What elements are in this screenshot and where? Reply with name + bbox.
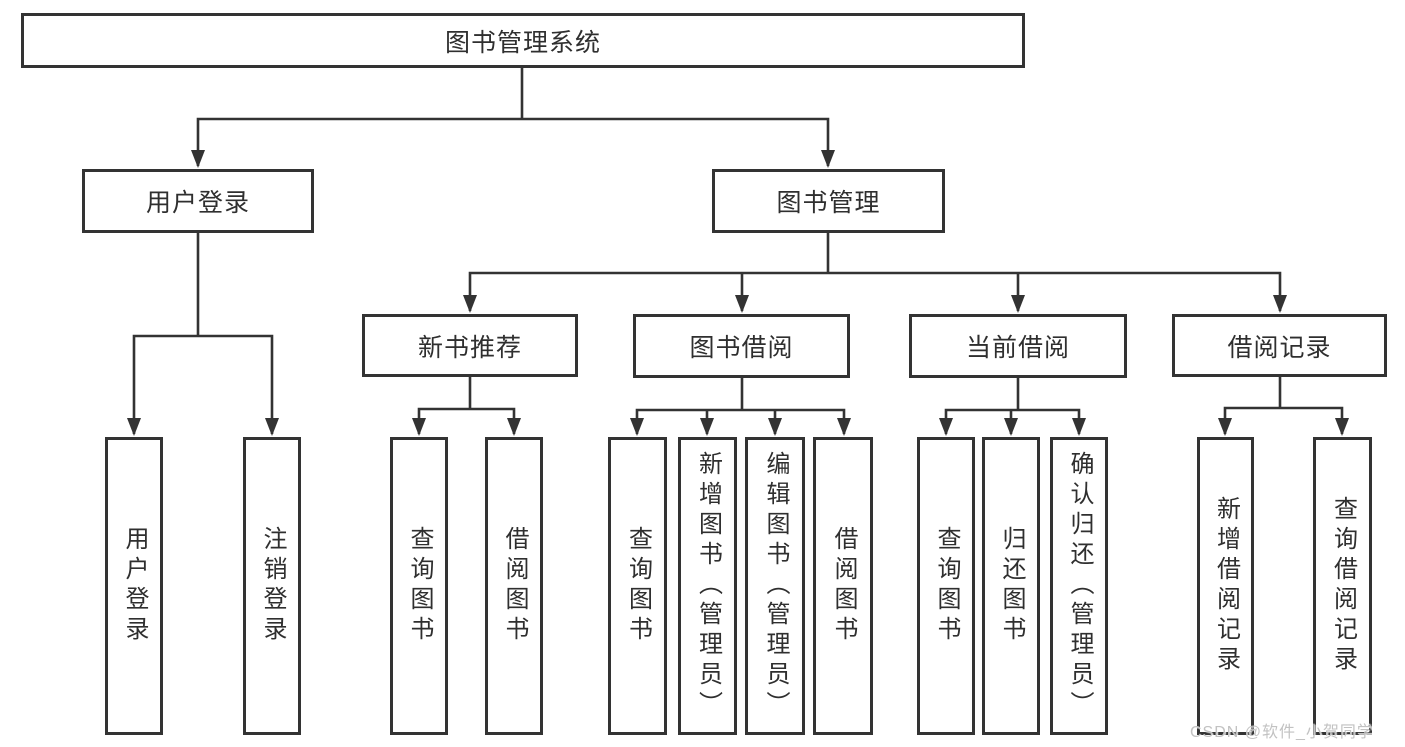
leaf-confirm-return-admin: 确认归还（管理员） [1050,437,1108,735]
leaf-query-borrow-record-label: 查询借阅记录 [1329,496,1357,676]
node-current-borrow-label: 当前借阅 [965,334,1070,362]
watermark: CSDN @软件_小贺同学 [1190,724,1374,741]
leaf-user-login-label: 用户登录 [121,526,148,646]
connector-user-login-branch [127,334,279,436]
leaf-confirm-return-admin-label: 确认归还（管理员） [1066,451,1093,721]
node-book-management-label: 图书管理 [776,189,881,217]
connector-root-branch [191,117,835,168]
leaf-add-borrow-record-label: 新增借阅记录 [1212,496,1240,676]
node-book-borrow-label: 图书借阅 [689,334,794,362]
leaf-borrow-books: 借阅图书 [813,437,873,735]
leaf-logout: 注销登录 [243,437,301,735]
connector-borrow-records-branch [1218,406,1349,436]
node-book-management: 图书管理 [712,169,945,233]
leaf-borrow-books-recommend: 借阅图书 [485,437,543,735]
node-borrow-records: 借阅记录 [1172,314,1387,377]
leaf-add-books-admin-label: 新增图书（管理员） [694,451,722,721]
leaf-logout-label: 注销登录 [259,526,286,646]
leaf-query-books-borrow: 查询图书 [608,437,667,735]
connector-current-borrow-branch [939,408,1086,436]
node-book-borrow: 图书借阅 [633,314,850,378]
leaf-borrow-books-label: 借阅图书 [830,526,857,646]
leaf-query-books-current-label: 查询图书 [933,526,960,646]
connector-book-mgmt-branch [463,271,1287,313]
leaf-query-books-borrow-label: 查询图书 [624,526,652,646]
node-new-book-recommend-label: 新书推荐 [417,333,522,362]
leaf-add-books-admin: 新增图书（管理员） [678,437,737,735]
node-user-login-label: 用户登录 [145,189,250,217]
node-borrow-records-label: 借阅记录 [1227,333,1332,362]
leaf-query-books-recommend-label: 查询图书 [406,526,433,646]
leaf-user-login: 用户登录 [105,437,163,735]
node-new-book-recommend: 新书推荐 [362,314,578,377]
leaf-query-books-current: 查询图书 [917,437,975,735]
leaf-query-borrow-record: 查询借阅记录 [1313,437,1372,735]
leaf-edit-books-admin: 编辑图书（管理员） [745,437,805,735]
leaf-query-books-recommend: 查询图书 [390,437,448,735]
leaf-return-books-label: 归还图书 [998,526,1025,646]
node-current-borrow: 当前借阅 [909,314,1127,378]
connector-new-book-branch [412,407,521,436]
connector-book-borrow-branch [630,408,851,436]
node-user-login: 用户登录 [82,169,314,233]
leaf-return-books: 归还图书 [982,437,1040,735]
leaf-add-borrow-record: 新增借阅记录 [1197,437,1254,735]
leaf-edit-books-admin-label: 编辑图书（管理员） [762,451,789,721]
node-library-system: 图书管理系统 [21,13,1025,68]
node-library-system-label: 图书管理系统 [444,28,601,57]
leaf-borrow-books-recommend-label: 借阅图书 [501,526,528,646]
